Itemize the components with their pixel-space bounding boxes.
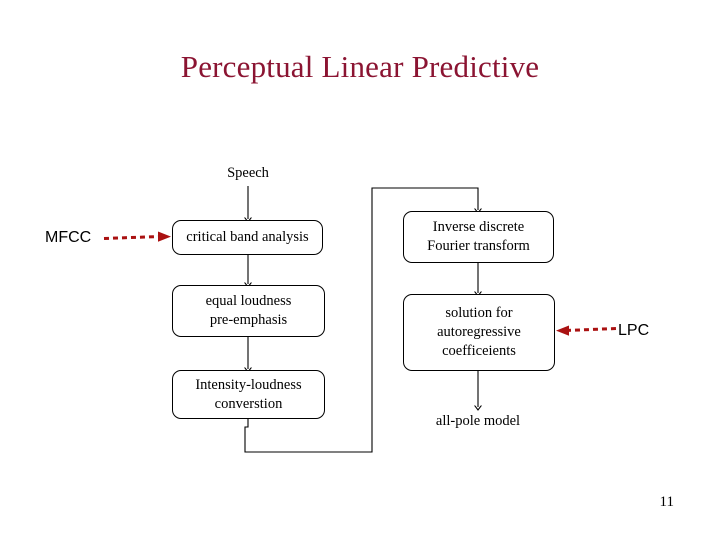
node-solution-for-autoregressive-coefficients[interactable]: solution for autoregressive coefficeient… [403,294,555,371]
page-title: Perceptual Linear Predictive [180,49,540,84]
node-label-line2: converstion [214,395,283,412]
node-label-line1: equal loudness [205,293,292,309]
annotation-label-mfcc: MFCC [45,229,92,246]
lpc-dashed-arrow-icon [556,325,617,336]
node-label-line2: pre-emphasis [209,312,288,328]
node-all-pole-model: all-pole model [435,413,521,429]
node-label-line1: solution for [445,305,513,321]
annotation-label-lpc: LPC [618,322,650,339]
edge-intensity-loudness-to-idft [244,187,478,453]
node-equal-loudness-pre-emphasis[interactable]: equal loudness pre-emphasis [172,285,325,337]
page-number: 11 [659,494,674,510]
entry-label-speech: Speech [227,165,269,181]
node-critical-band-analysis[interactable]: critical band analysis [172,220,323,255]
node-label-line1: Intensity-loudness [195,376,302,393]
node-label-line3: coefficeients [442,343,516,359]
node-intensity-loudness-conversion[interactable]: Intensity-loudness converstion [172,370,325,419]
node-label-line1: Inverse discrete [432,219,525,235]
node-label-line2: Fourier transform [427,238,530,254]
mfcc-dashed-arrow-icon [103,231,171,242]
node-label-line2: autoregressive [437,324,521,340]
node-label: critical band analysis [186,229,309,245]
node-inverse-discrete-fourier-transform[interactable]: Inverse discrete Fourier transform [403,211,554,263]
